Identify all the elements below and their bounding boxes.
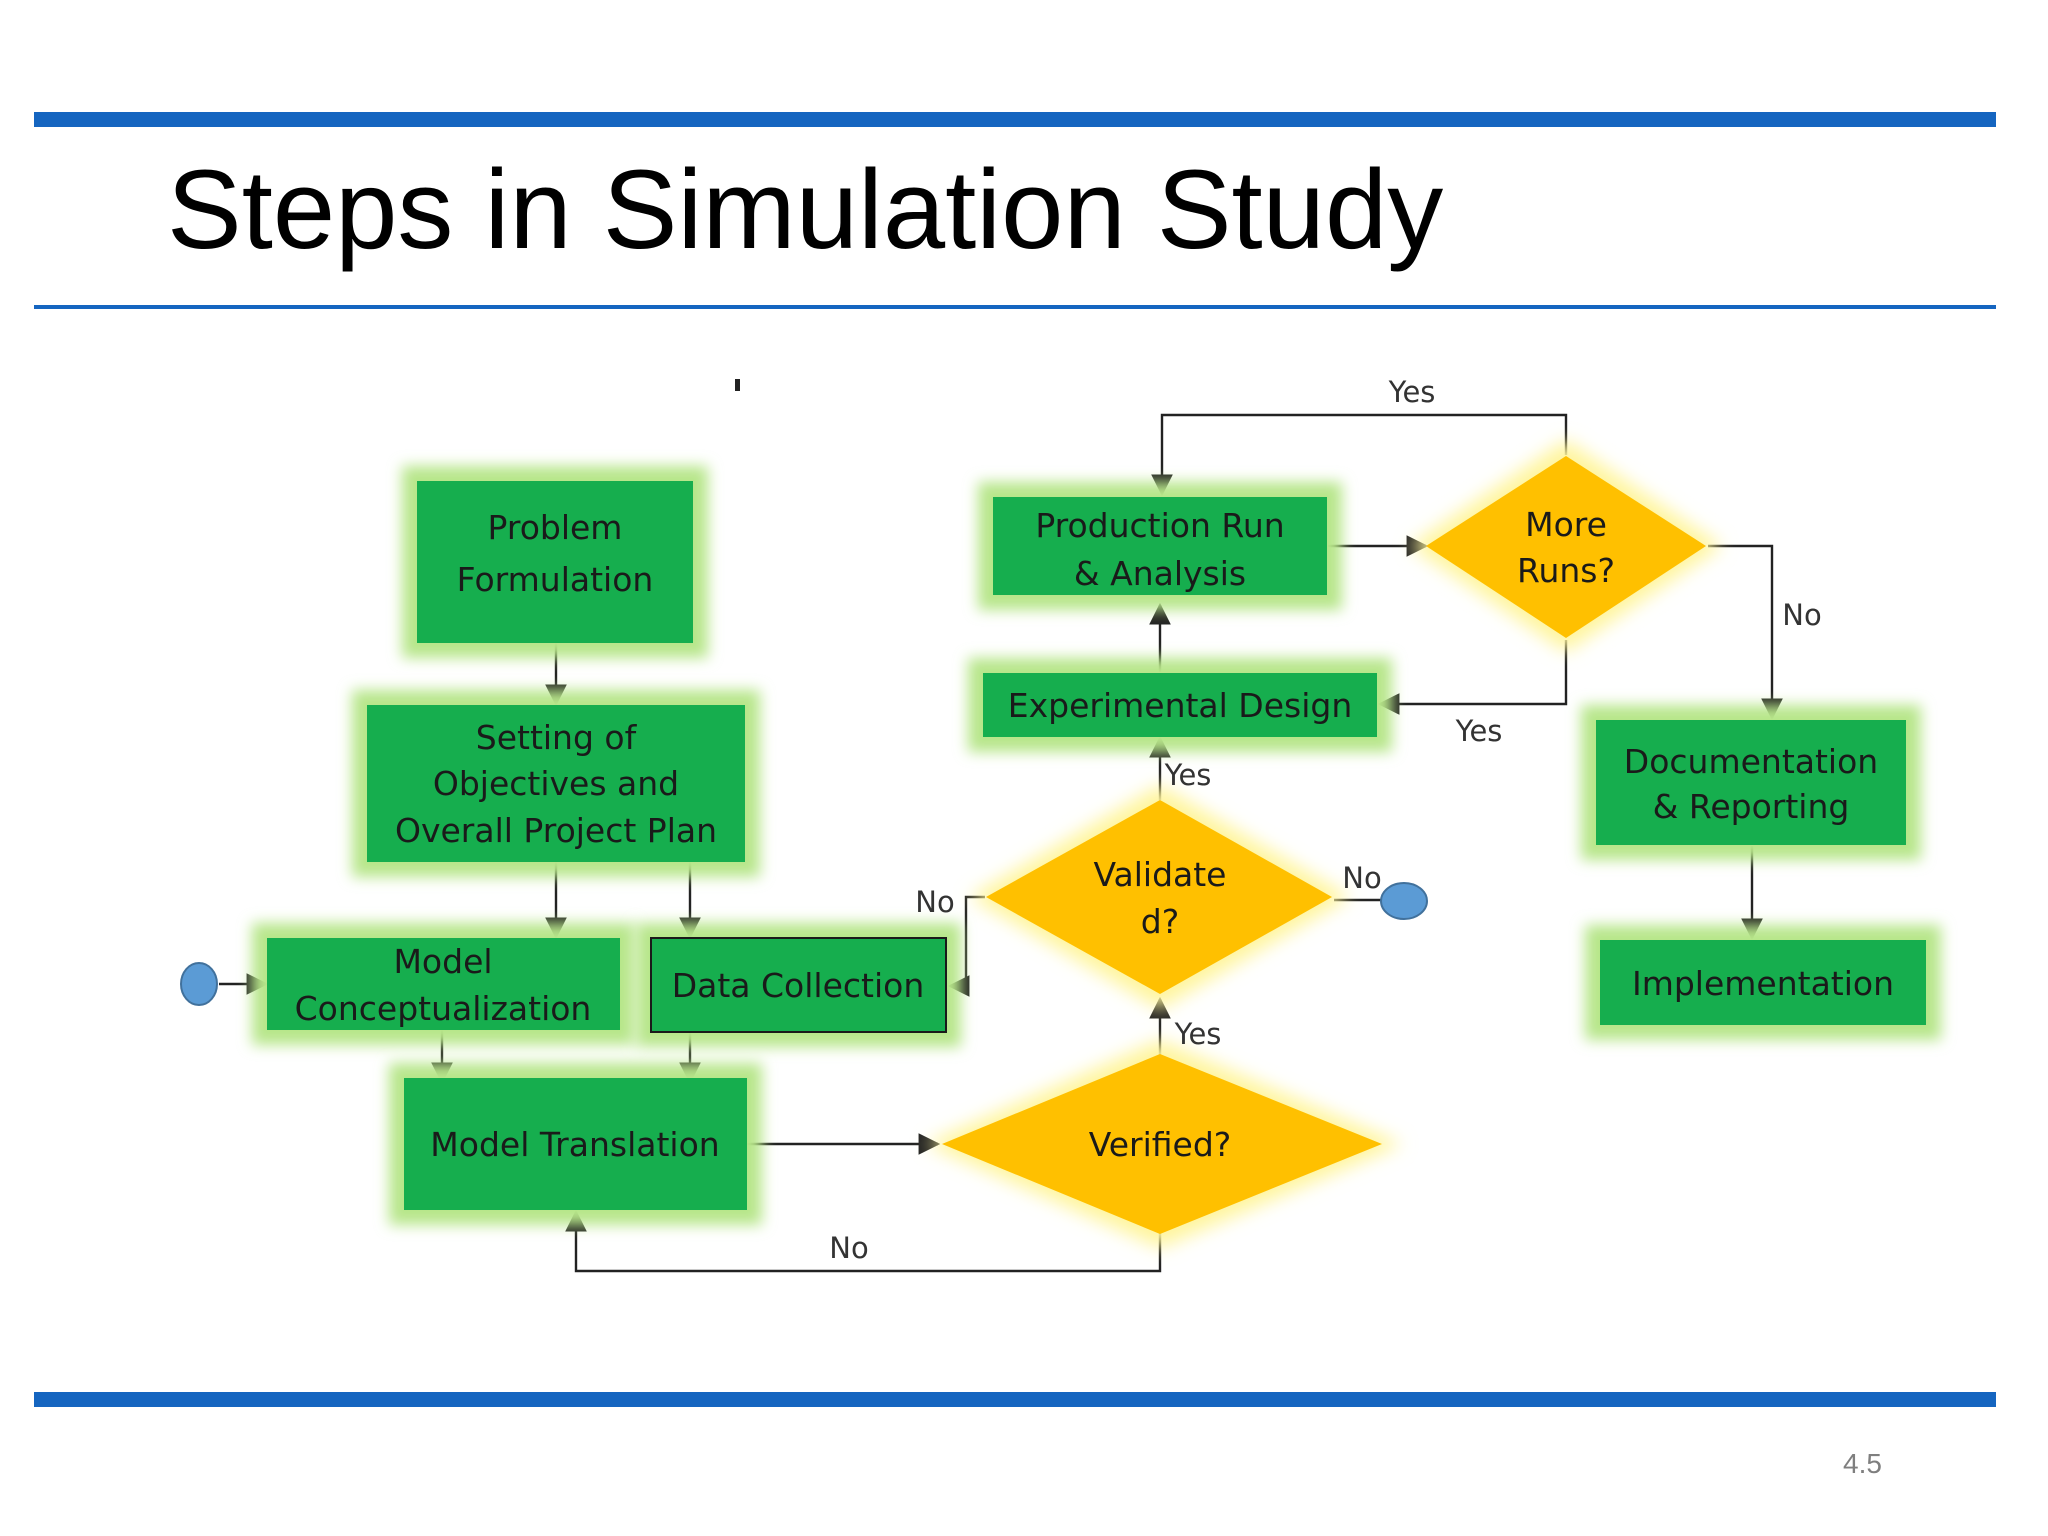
node-label: Validate	[1094, 855, 1227, 894]
node-label: Model	[393, 942, 492, 981]
page-number: 4.5	[1843, 1448, 1882, 1479]
node-production-run: Production Run & Analysis	[978, 482, 1342, 610]
node-label: Documentation	[1624, 742, 1878, 781]
edge-label-validated-yes: Yes	[1164, 758, 1212, 792]
bottom-accent-bar	[34, 1392, 1996, 1407]
node-label: Overall Project Plan	[395, 811, 717, 850]
edge-more-runs-yes-top	[1151, 413, 1568, 497]
edge-label-verified-no: No	[829, 1231, 868, 1265]
node-label: Verified?	[1089, 1125, 1232, 1164]
node-label: Data Collection	[672, 966, 925, 1005]
node-model-translation: Model Translation	[389, 1063, 762, 1225]
node-label: Implementation	[1632, 964, 1894, 1003]
stray-mark	[735, 379, 740, 391]
edge-label-validated-no-left: No	[915, 885, 954, 919]
node-label: Setting of	[476, 718, 638, 757]
edge-more-runs-yes-bottom	[1377, 640, 1568, 715]
edge-label-validated-no-right: No	[1342, 861, 1381, 895]
node-label: Formulation	[457, 560, 654, 599]
node-label: Model Translation	[430, 1125, 719, 1164]
node-implementation: Implementation	[1585, 925, 1941, 1040]
node-setting-objectives: Setting of Objectives and Overall Projec…	[352, 690, 760, 877]
node-label: More	[1525, 505, 1607, 544]
edge-label-more-runs-yes-bottom: Yes	[1455, 714, 1503, 748]
decision-more-runs: More Runs?	[1410, 440, 1722, 652]
end-terminal	[1380, 882, 1428, 920]
edge-label-more-runs-yes-top: Yes	[1388, 375, 1436, 409]
node-documentation-reporting: Documentation & Reporting	[1581, 705, 1921, 860]
node-model-conceptualization: Model Conceptualization	[252, 923, 635, 1045]
node-label: Conceptualization	[295, 989, 592, 1028]
decision-validated: Validate d?	[970, 785, 1350, 1009]
node-label: Production Run	[1035, 506, 1284, 545]
edge-label-more-runs-no: No	[1782, 598, 1821, 632]
node-problem-formulation: Problem Formulation	[402, 466, 708, 658]
node-experimental-design: Experimental Design	[968, 658, 1392, 752]
top-accent-bar	[34, 112, 1996, 127]
node-label: Objectives and	[433, 764, 679, 803]
node-label: Problem	[488, 508, 623, 547]
decision-verified: Verified?	[926, 1040, 1402, 1248]
start-terminal	[180, 962, 218, 1006]
node-data-collection: Data Collection	[636, 923, 961, 1047]
node-label: Runs?	[1517, 551, 1615, 590]
node-label: & Analysis	[1074, 554, 1246, 593]
node-label: & Reporting	[1653, 787, 1850, 826]
node-label: Experimental Design	[1008, 686, 1353, 725]
edge-more-runs-no	[1708, 544, 1783, 721]
edge-verified-no	[565, 1209, 1162, 1273]
title-divider	[34, 305, 1996, 309]
slide-title: Steps in Simulation Study	[167, 147, 1444, 272]
edge-label-verified-yes: Yes	[1174, 1017, 1222, 1051]
node-label: d?	[1141, 902, 1179, 941]
